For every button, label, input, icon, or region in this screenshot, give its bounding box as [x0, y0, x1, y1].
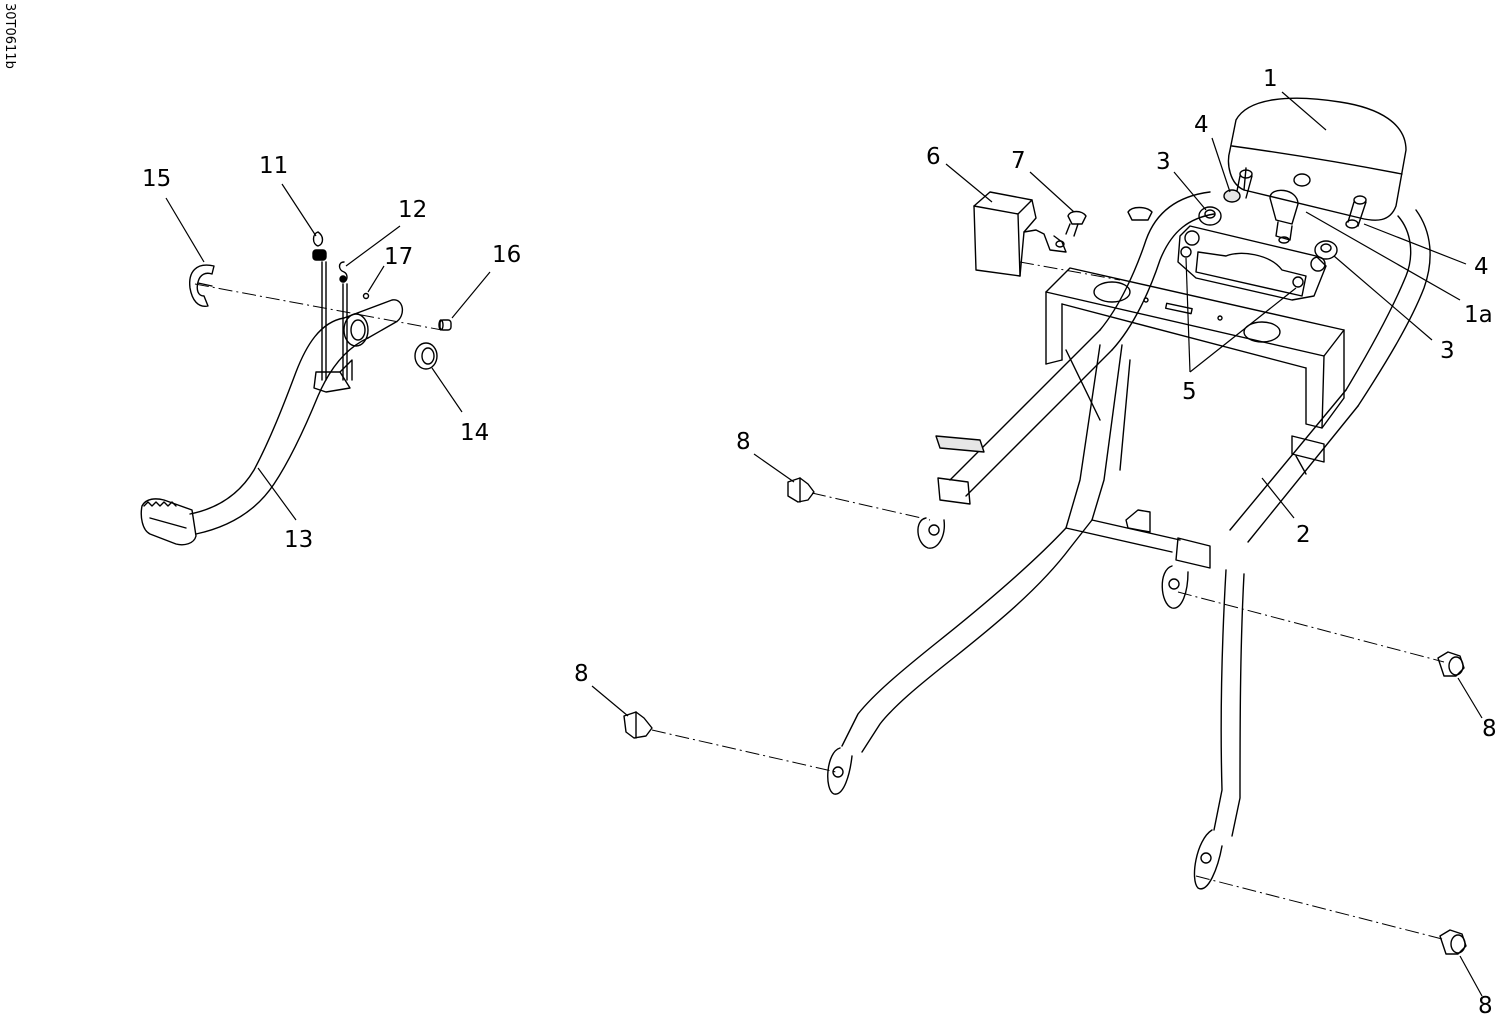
lamp-stud-right-part	[1345, 195, 1367, 229]
callout-17: 17	[384, 244, 413, 270]
callout-8-lower-right: 8	[1478, 993, 1493, 1019]
figure-id: 30T0611b	[2, 3, 17, 69]
callout-5: 5	[1182, 379, 1197, 405]
pedal-bushing-part	[438, 319, 452, 331]
license-bracket-part	[1045, 225, 1345, 429]
callout-8-upper-left: 8	[736, 429, 751, 455]
callout-13: 13	[284, 527, 313, 553]
relay-axis	[1019, 261, 1121, 281]
lamp-nut-right-part	[1314, 240, 1338, 260]
screw-axis-lower-left	[651, 729, 837, 773]
frame-screw-3-part	[1437, 651, 1465, 677]
pedal-axis-line	[194, 283, 443, 331]
callout-4-lower: 4	[1474, 254, 1489, 280]
pedal-clip-part	[189, 264, 215, 307]
screw-axis-upper-left	[811, 492, 931, 521]
callout-3-upper: 3	[1156, 149, 1171, 175]
callout-15: 15	[142, 166, 171, 192]
callout-12: 12	[398, 197, 427, 223]
relay-part	[973, 191, 1067, 277]
brake-pedal-part	[140, 299, 403, 546]
callout-4-upper: 4	[1194, 112, 1209, 138]
callout-1a: 1a	[1464, 302, 1493, 328]
bracket-screw-right-part	[1292, 276, 1304, 288]
lamp-nut-left-part	[1198, 206, 1222, 226]
callout-3-lower: 3	[1440, 338, 1455, 364]
bulb-socket-part	[1269, 173, 1311, 244]
screw-axis-lower-right	[1195, 875, 1447, 941]
frame-screw-4-part	[1439, 929, 1467, 955]
bracket-screw-left-part	[1180, 246, 1192, 258]
frame-screw-1-part	[787, 477, 815, 503]
tail-lamp-part	[1227, 97, 1407, 221]
relay-screw-part	[1065, 210, 1087, 237]
return-spring-part	[312, 231, 327, 381]
callout-8-lower-left: 8	[574, 661, 589, 687]
pedal-washer-part	[414, 342, 438, 370]
small-pin-part	[362, 292, 370, 300]
leader-lines	[165, 91, 1483, 997]
callout-6: 6	[926, 144, 941, 170]
lamp-stud-left-part	[1223, 169, 1253, 203]
callout-7: 7	[1011, 148, 1026, 174]
screw-axis-middle-right	[1177, 591, 1445, 663]
hook-spring-part	[338, 261, 348, 381]
callout-14: 14	[460, 420, 489, 446]
frame-screw-2-part	[623, 711, 653, 739]
callout-8-middle-right: 8	[1482, 716, 1497, 742]
callout-1: 1	[1263, 66, 1278, 92]
callout-labels: 15 11 12 17 16 14 13 1 4 3 4 1a 3 5 6 7 …	[142, 66, 1497, 1019]
rear-frame-part	[827, 191, 1431, 890]
callout-16: 16	[492, 242, 521, 268]
callout-11: 11	[259, 153, 288, 179]
callout-2: 2	[1296, 522, 1311, 548]
